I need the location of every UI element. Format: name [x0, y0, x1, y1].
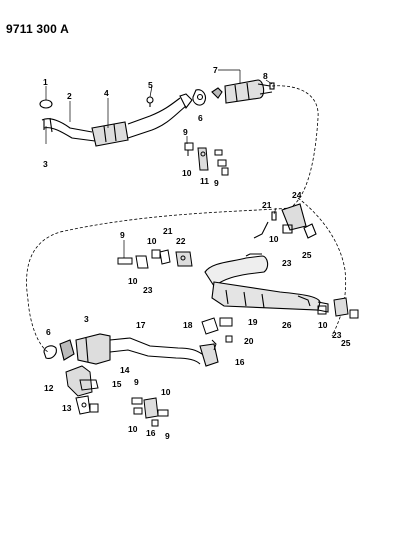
callout-14: 14	[120, 365, 130, 375]
callout-15: 15	[112, 379, 122, 389]
callout-9e: 9	[165, 431, 170, 441]
callout-3b: 3	[84, 314, 89, 324]
callout-10b: 10	[269, 234, 279, 244]
callout-7: 7	[213, 65, 218, 75]
hanger-lower	[131, 397, 169, 427]
hanger-bracket-lower-right	[317, 297, 359, 319]
callout-9c: 9	[120, 230, 125, 240]
callout-1: 1	[43, 77, 48, 87]
callout-16b: 16	[146, 428, 156, 438]
callout-10e: 10	[318, 320, 328, 330]
callout-18: 18	[183, 320, 193, 330]
callout-6: 6	[198, 113, 203, 123]
callout-3: 3	[43, 159, 48, 169]
callout-2: 2	[67, 91, 72, 101]
callout-26: 26	[282, 320, 292, 330]
callout-21b: 21	[163, 226, 173, 236]
callout-20: 20	[244, 336, 254, 346]
callout-9d: 9	[134, 377, 139, 387]
callout-12: 12	[44, 383, 54, 393]
callout-22: 22	[176, 236, 186, 246]
front-pipe-upper	[39, 93, 193, 147]
center-muffler-upper	[192, 79, 275, 106]
leader-lines	[45, 69, 277, 258]
callout-16: 16	[235, 357, 245, 367]
callout-10c: 10	[147, 236, 157, 246]
callout-labels: 1 2 3 4 5 6 7 8 9 10 11 9 24 21 10 23 25…	[43, 65, 351, 441]
callout-13: 13	[62, 403, 72, 413]
rear-muffler	[204, 253, 329, 313]
callout-6b: 6	[46, 327, 51, 337]
callout-9: 9	[183, 127, 188, 137]
callout-9b: 9	[214, 178, 219, 188]
hanger-bracket-left	[117, 249, 193, 269]
callout-4: 4	[104, 88, 109, 98]
callout-10f: 10	[161, 387, 171, 397]
callout-25: 25	[302, 250, 312, 260]
hanger-bracket-upper	[184, 142, 229, 176]
bracket-assembly-lower-left	[65, 365, 99, 415]
front-pipe-lower	[43, 333, 219, 367]
connector-lines	[26, 85, 347, 353]
callout-21: 21	[262, 200, 272, 210]
drawing-number: 9711 300 A	[6, 22, 69, 36]
callout-23c: 23	[332, 330, 342, 340]
callout-10d: 10	[128, 276, 138, 286]
callout-19: 19	[248, 317, 258, 327]
hanger-bracket-right	[253, 203, 317, 239]
callout-10: 10	[182, 168, 192, 178]
callout-25b: 25	[341, 338, 351, 348]
callout-5: 5	[148, 80, 153, 90]
pipe-clamp-18-19	[201, 317, 233, 351]
callout-10g: 10	[128, 424, 138, 434]
callout-8: 8	[263, 71, 268, 81]
callout-24: 24	[292, 190, 302, 200]
callout-23: 23	[282, 258, 292, 268]
callout-11: 11	[200, 176, 209, 186]
callout-17: 17	[136, 320, 146, 330]
callout-23b: 23	[143, 285, 153, 295]
